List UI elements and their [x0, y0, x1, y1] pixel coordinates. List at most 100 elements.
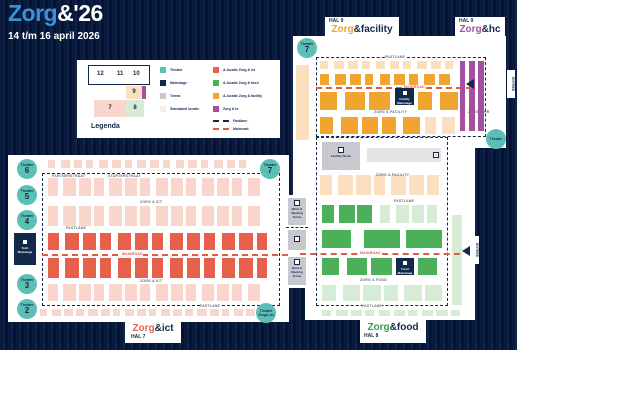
stand[interactable]: [204, 233, 216, 250]
stand[interactable]: [201, 206, 214, 226]
stand[interactable]: [185, 309, 193, 316]
stand[interactable]: [78, 206, 92, 226]
stand[interactable]: [94, 206, 104, 226]
stand[interactable]: [170, 178, 184, 196]
stand[interactable]: [361, 117, 379, 134]
stand[interactable]: [247, 178, 260, 196]
stand[interactable]: [340, 117, 358, 134]
stand[interactable]: [394, 74, 406, 85]
stand[interactable]: [188, 160, 197, 168]
stand[interactable]: [296, 65, 309, 140]
stand[interactable]: [460, 61, 465, 131]
stand[interactable]: [124, 160, 132, 168]
stand[interactable]: [117, 233, 131, 250]
stand[interactable]: [239, 160, 247, 168]
stand[interactable]: [232, 178, 243, 196]
stand[interactable]: [136, 309, 146, 316]
stand[interactable]: [124, 284, 138, 301]
stand[interactable]: [232, 206, 243, 226]
stand[interactable]: [445, 61, 453, 69]
stand[interactable]: [363, 285, 381, 301]
stand[interactable]: [150, 160, 159, 168]
stand[interactable]: [170, 284, 184, 301]
stand[interactable]: [109, 206, 122, 226]
stand[interactable]: [379, 310, 391, 316]
stand[interactable]: [48, 206, 58, 226]
tech-mainstage[interactable]: Tech Mainstage: [14, 233, 36, 265]
stand[interactable]: [322, 205, 335, 223]
stand[interactable]: [364, 230, 400, 248]
stand[interactable]: [411, 205, 425, 223]
stand[interactable]: [375, 61, 386, 69]
stand[interactable]: [221, 233, 236, 250]
terrace[interactable]: [288, 230, 306, 250]
stand[interactable]: [100, 309, 110, 316]
stand[interactable]: [109, 178, 122, 196]
stand[interactable]: [371, 258, 392, 275]
stand[interactable]: [155, 206, 168, 226]
stand[interactable]: [48, 160, 55, 168]
info-icon[interactable]: i: [433, 152, 439, 158]
stand[interactable]: [404, 285, 422, 301]
stand[interactable]: [82, 233, 97, 250]
stand[interactable]: [48, 258, 59, 278]
stand[interactable]: [320, 74, 329, 85]
stand[interactable]: [109, 284, 122, 301]
stand[interactable]: [431, 61, 442, 69]
stand[interactable]: [111, 160, 121, 168]
stand[interactable]: [478, 61, 484, 131]
stand[interactable]: [155, 284, 168, 301]
stand[interactable]: [239, 258, 253, 278]
stand[interactable]: [169, 258, 184, 278]
stand[interactable]: [175, 160, 185, 168]
facility-terrace[interactable]: Facility Terras: [322, 142, 360, 170]
stand[interactable]: [88, 309, 98, 316]
stand[interactable]: [52, 309, 62, 316]
stand[interactable]: [336, 310, 348, 316]
stand[interactable]: [201, 178, 214, 196]
stand[interactable]: [247, 206, 260, 226]
stand[interactable]: [48, 178, 58, 196]
stand[interactable]: [187, 233, 201, 250]
stand[interactable]: [149, 309, 157, 316]
stand[interactable]: [99, 160, 108, 168]
stand[interactable]: [450, 310, 460, 316]
stand[interactable]: [162, 160, 170, 168]
stand[interactable]: [232, 284, 243, 301]
stand[interactable]: [197, 309, 207, 316]
stand[interactable]: [152, 258, 163, 278]
stand[interactable]: [355, 175, 371, 195]
stand[interactable]: [216, 284, 230, 301]
stand[interactable]: [436, 310, 448, 316]
stand[interactable]: [94, 178, 104, 196]
stand[interactable]: [320, 92, 337, 110]
stand[interactable]: [409, 175, 425, 195]
stand[interactable]: [48, 233, 59, 250]
stand[interactable]: [427, 205, 438, 223]
stand[interactable]: [424, 285, 442, 301]
stand[interactable]: [439, 74, 450, 85]
stand[interactable]: [63, 206, 76, 226]
stand[interactable]: [140, 178, 151, 196]
stand[interactable]: [100, 258, 111, 278]
stand[interactable]: [245, 309, 255, 316]
stand[interactable]: [78, 178, 92, 196]
stand[interactable]: [407, 310, 417, 316]
stand[interactable]: [161, 309, 171, 316]
stand[interactable]: [383, 285, 398, 301]
stand[interactable]: [395, 205, 409, 223]
stand[interactable]: [424, 74, 436, 85]
stand[interactable]: [342, 285, 360, 301]
stand[interactable]: [76, 309, 84, 316]
theater-hr[interactable]: Theater: [486, 129, 506, 149]
entrance-hall-9[interactable]: ENTREE: [507, 70, 515, 98]
stand[interactable]: [256, 258, 268, 278]
stand[interactable]: [373, 175, 386, 195]
stand[interactable]: [382, 117, 396, 134]
stand[interactable]: [204, 258, 216, 278]
